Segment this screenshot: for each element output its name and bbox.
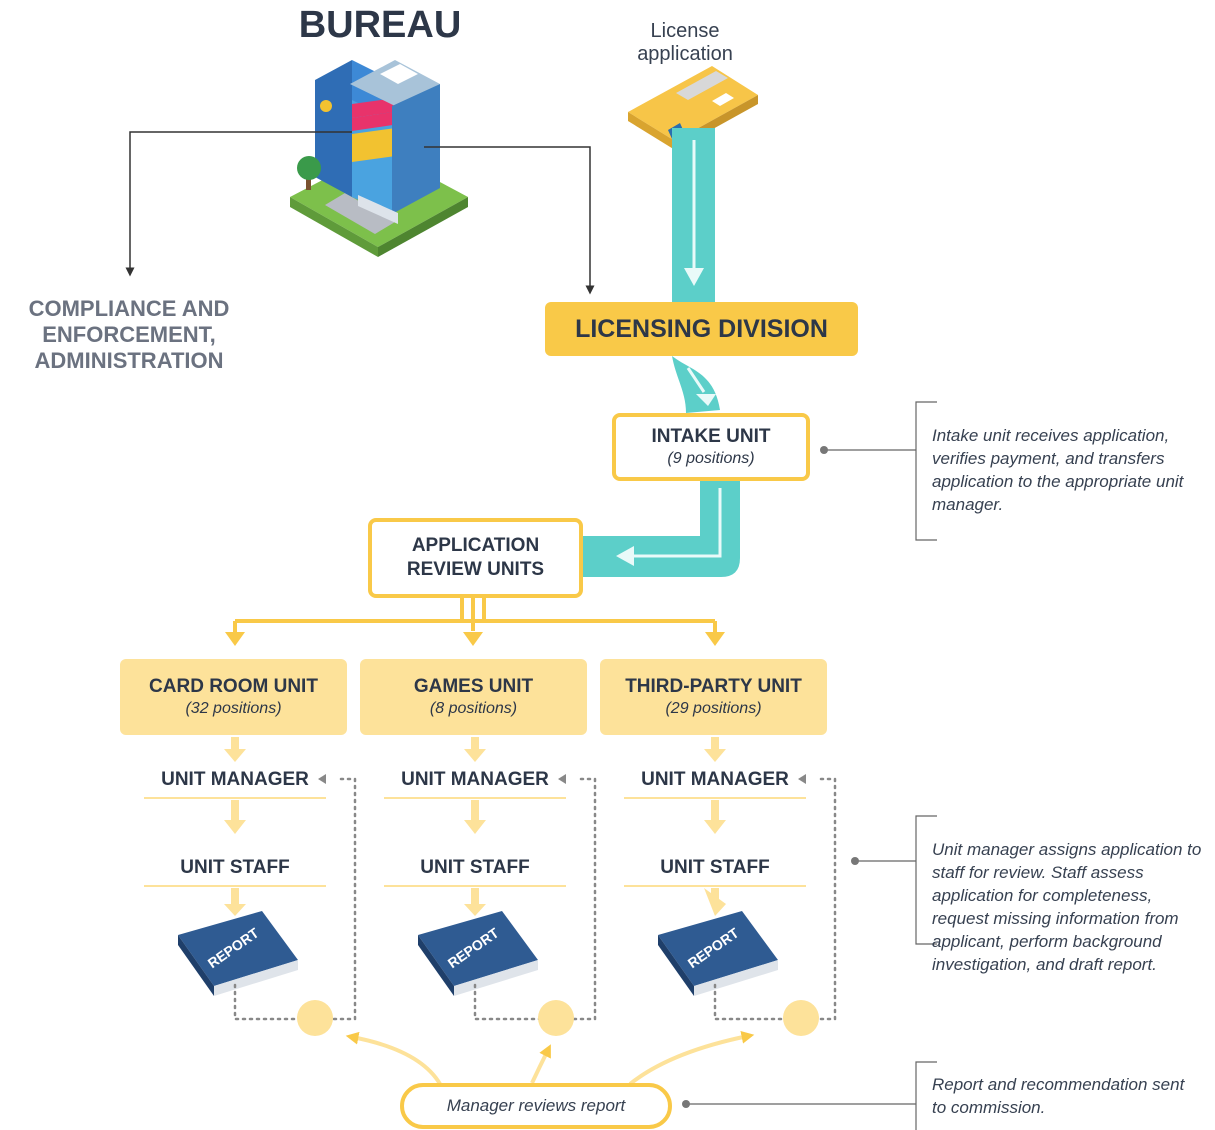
compliance-label: COMPLIANCE AND ENFORCEMENT, ADMINISTRATI…	[28, 296, 230, 373]
unit-manager-label-1: UNIT MANAGER	[161, 769, 309, 790]
envelope-icon	[628, 66, 758, 150]
role-underlines	[144, 797, 806, 887]
card-room-unit-box: CARD ROOM UNIT (32 positions)	[120, 659, 347, 735]
report-book-1: REPORT	[178, 911, 298, 996]
intake-unit-title: INTAKE UNIT	[651, 426, 771, 447]
intake-unit-positions: (9 positions)	[667, 450, 755, 467]
manager-review-pill: Manager reviews report	[400, 1083, 672, 1129]
intake-note: Intake unit receives application, verifi…	[932, 426, 1184, 514]
manager-review-arrows	[345, 1031, 755, 1086]
card-room-unit-title: CARD ROOM UNIT	[149, 676, 318, 697]
review-split-connectors	[233, 598, 717, 632]
review-node-2	[538, 1000, 574, 1036]
review-node-3	[783, 1000, 819, 1036]
bureau-building-icon	[290, 60, 468, 257]
arrow-to-third-party	[705, 632, 725, 646]
intake-unit-box: INTAKE UNIT (9 positions)	[612, 413, 810, 481]
note-dot-1	[820, 446, 828, 454]
teal-flow-band	[583, 128, 740, 577]
third-party-unit-title: THIRD-PARTY UNIT	[625, 676, 802, 697]
arrow-to-games	[463, 632, 483, 646]
connector-to-licensing	[424, 146, 595, 295]
unit-staff-label-2: UNIT STAFF	[420, 857, 530, 878]
arrow-to-card-room	[225, 632, 245, 646]
report-book-3: REPORT	[658, 911, 778, 996]
report-book-2: REPORT	[418, 911, 538, 996]
third-party-unit-positions: (29 positions)	[665, 700, 762, 717]
note-dot-3	[682, 1100, 690, 1108]
connector-to-compliance	[125, 131, 352, 277]
staff-review-note: Unit manager assigns application to staf…	[932, 840, 1202, 974]
unit-manager-label-3: UNIT MANAGER	[641, 769, 789, 790]
application-review-units-box: APPLICATION REVIEW UNITS	[368, 518, 583, 598]
loop-arrow-2	[558, 774, 566, 784]
note-brackets	[686, 401, 937, 1130]
games-unit-positions: (8 positions)	[429, 700, 518, 717]
note-dot-2	[851, 857, 859, 865]
column-flow-arrows	[224, 737, 726, 916]
unit-staff-label-1: UNIT STAFF	[180, 857, 290, 878]
license-application-label: License application	[637, 20, 733, 65]
unit-staff-label-3: UNIT STAFF	[660, 857, 770, 878]
licensing-division-box: LICENSING DIVISION	[545, 302, 858, 356]
review-units-title: APPLICATION REVIEW UNITS	[406, 535, 545, 580]
review-node-1	[297, 1000, 333, 1036]
games-unit-title: GAMES UNIT	[413, 676, 534, 697]
loop-arrow-3	[798, 774, 806, 784]
feedback-loops	[233, 777, 837, 1021]
unit-manager-label-2: UNIT MANAGER	[401, 769, 549, 790]
loop-arrow-1	[318, 774, 326, 784]
games-unit-box: GAMES UNIT (8 positions)	[360, 659, 587, 735]
commission-note: Report and recommendation sent to commis…	[932, 1075, 1185, 1117]
card-room-unit-positions: (32 positions)	[185, 700, 282, 717]
bureau-title: BUREAU	[298, 4, 462, 46]
third-party-unit-box: THIRD-PARTY UNIT (29 positions)	[600, 659, 827, 735]
